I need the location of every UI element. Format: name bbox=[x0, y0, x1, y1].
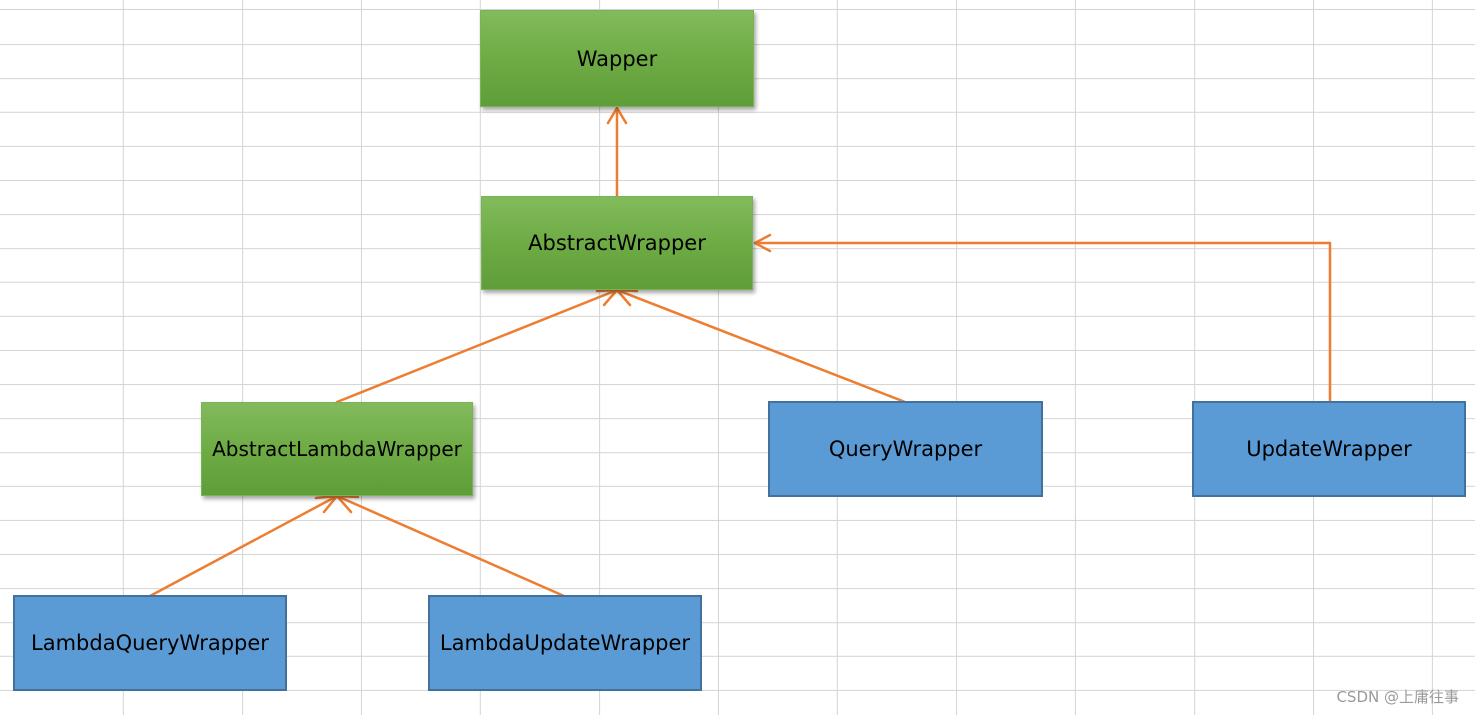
node-abstract-lambda-wrapper[interactable]: AbstractLambdaWrapper bbox=[201, 402, 473, 496]
node-wapper[interactable]: Wapper bbox=[480, 10, 754, 107]
node-update-wrapper[interactable]: UpdateWrapper bbox=[1192, 401, 1466, 497]
node-lambda-update-wrapper-label: LambdaUpdateWrapper bbox=[439, 631, 691, 655]
node-wapper-label: Wapper bbox=[576, 46, 658, 71]
node-abstract-wrapper[interactable]: AbstractWrapper bbox=[481, 196, 753, 290]
node-update-wrapper-label: UpdateWrapper bbox=[1246, 437, 1412, 461]
node-lambda-update-wrapper[interactable]: LambdaUpdateWrapper bbox=[428, 595, 702, 691]
node-lambda-query-wrapper-label: LambdaQueryWrapper bbox=[31, 631, 269, 655]
arrow-lambda-query-wrapper-to-abstract-lambda-wrapper bbox=[148, 494, 339, 598]
arrow-lambda-update-wrapper-to-abstract-lambda-wrapper bbox=[335, 494, 566, 598]
arrow-abstract-lambda-wrapper-to-abstract-wrapper bbox=[335, 288, 619, 404]
watermark: CSDN @上庸往事 bbox=[1336, 688, 1459, 706]
node-abstract-lambda-wrapper-label: AbstractLambdaWrapper bbox=[212, 437, 462, 461]
node-query-wrapper-label: QueryWrapper bbox=[828, 437, 983, 461]
node-query-wrapper[interactable]: QueryWrapper bbox=[768, 401, 1043, 497]
arrow-update-wrapper-to-abstract-wrapper bbox=[753, 233, 1332, 404]
node-lambda-query-wrapper[interactable]: LambdaQueryWrapper bbox=[13, 595, 287, 691]
arrow-query-wrapper-to-abstract-wrapper bbox=[615, 288, 907, 404]
node-abstract-wrapper-label: AbstractWrapper bbox=[528, 231, 706, 255]
arrow-abstract-wrapper-to-wapper bbox=[606, 106, 628, 198]
